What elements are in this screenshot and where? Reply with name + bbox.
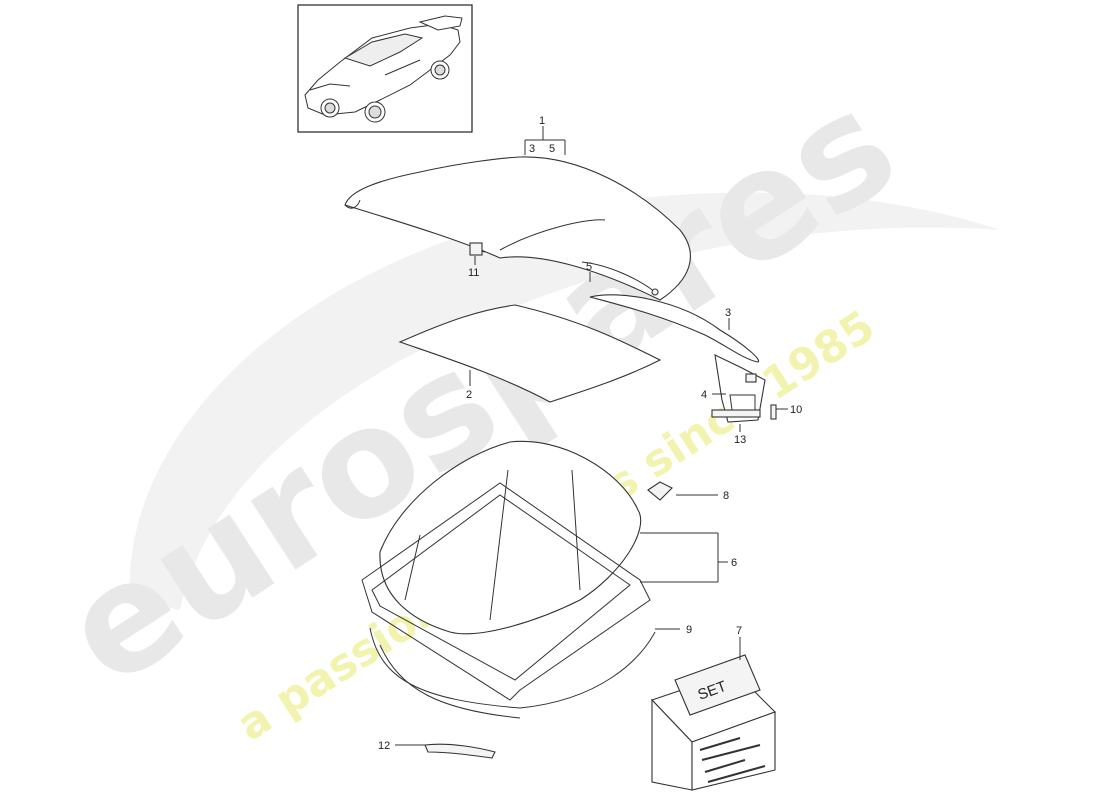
callout-8: 8 [723,490,729,502]
part-12-seal [424,743,496,759]
part-4-pillar [714,354,766,423]
callout-5: 5 [586,261,592,273]
watermark-swoosh [129,192,1000,610]
callout-5-top: 5 [549,143,555,155]
part-3-trim [589,294,760,363]
callout-1: 1 [539,115,545,127]
callout-11: 11 [468,267,479,279]
callout-4: 4 [701,389,707,401]
car-illustration [304,15,463,123]
part-13-strip [711,409,761,418]
part-8-block [647,481,673,501]
callout-9: 9 [686,624,692,636]
callout-13: 13 [734,434,746,446]
callout-3: 3 [725,307,731,319]
callout-12: 12 [378,740,390,752]
callout-2: 2 [466,389,472,401]
tool-icons [699,737,766,783]
part-10-bolt [770,404,777,420]
part-11-clip [469,242,483,256]
part-4-clip [745,373,757,383]
part-7-set-box: SET [651,654,777,791]
callout-7: 7 [736,625,742,637]
car-thumbnail [297,4,473,133]
part-1-roof [344,156,691,301]
part-6-rear-window [361,440,651,701]
callout-3-top: 3 [529,143,535,155]
leader-lines [395,126,788,746]
part-5-end [651,288,659,296]
callouts: 1 3 5 11 5 3 2 4 10 13 8 6 9 7 12 [378,115,802,752]
part-2-headliner [398,304,662,403]
callout-10: 10 [790,404,802,416]
callout-6: 6 [731,557,737,569]
part-5-strip [581,261,656,293]
part-9-frame [369,627,656,709]
